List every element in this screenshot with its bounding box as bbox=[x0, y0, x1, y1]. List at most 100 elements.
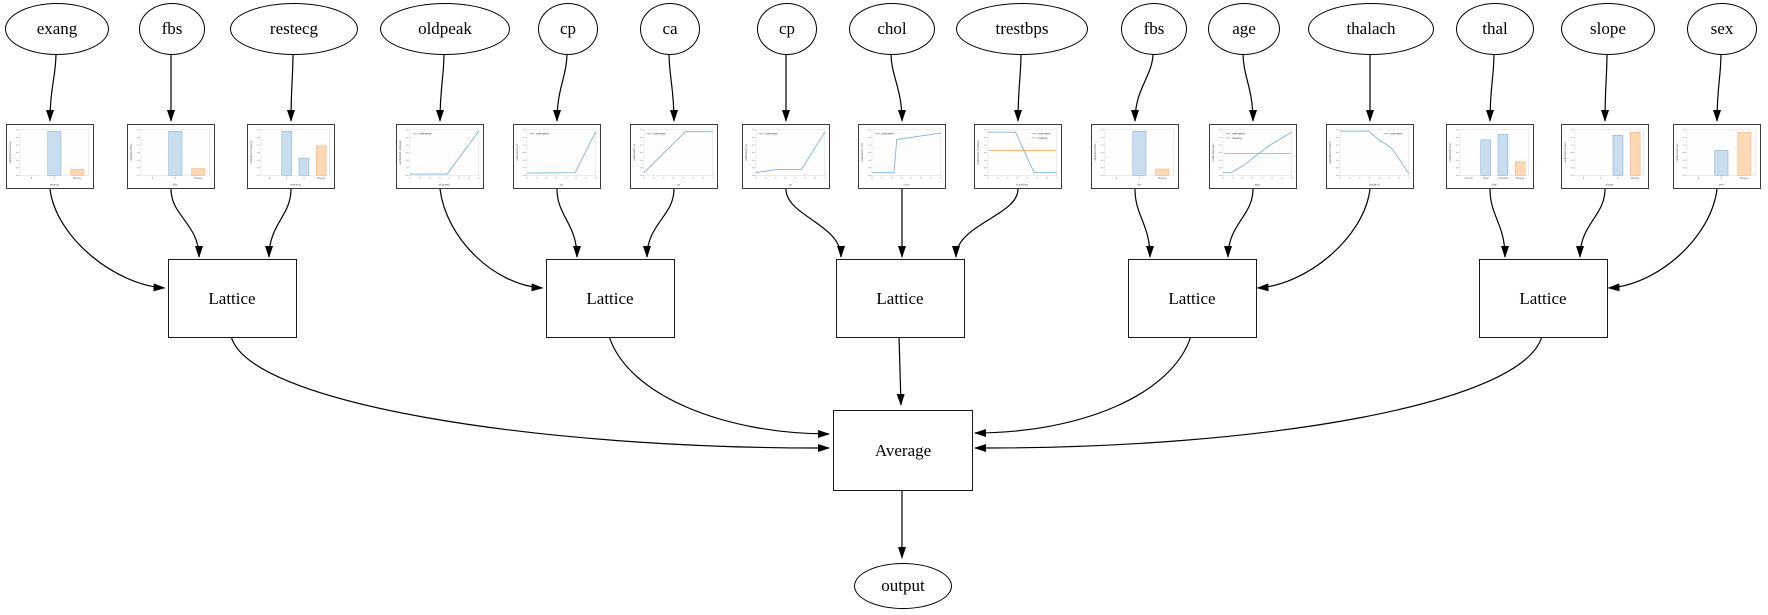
edge-arrow bbox=[643, 188, 675, 258]
feature-label: sex bbox=[1710, 19, 1734, 38]
edge-arrow bbox=[1242, 52, 1257, 122]
svg-text:calibrated: calibrated bbox=[1038, 132, 1051, 136]
output-label: output bbox=[881, 576, 925, 595]
feature-node-7-chol: chol bbox=[849, 3, 935, 55]
svg-text:0: 0 bbox=[152, 177, 154, 180]
edge-arrow bbox=[668, 52, 678, 122]
svg-text:restecg: restecg bbox=[290, 183, 301, 187]
svg-text:Missing: Missing bbox=[1158, 177, 1167, 180]
svg-text:chol: chol bbox=[903, 183, 909, 187]
lattice-box-3: Lattice bbox=[835, 259, 965, 338]
svg-text:sex: sex bbox=[1719, 183, 1724, 187]
svg-text:calibrated chol: calibrated chol bbox=[860, 143, 864, 163]
svg-text:Missing: Missing bbox=[1740, 177, 1749, 180]
feature-label: trestbps bbox=[995, 19, 1049, 38]
edge-arrow bbox=[1489, 188, 1509, 258]
svg-text:0: 0 bbox=[1116, 177, 1118, 180]
svg-text:1: 1 bbox=[286, 177, 288, 180]
svg-text:Missing: Missing bbox=[317, 177, 326, 180]
svg-text:0: 0 bbox=[1583, 177, 1585, 180]
edge-arrow bbox=[1601, 52, 1610, 122]
svg-text:Missing: Missing bbox=[1516, 177, 1525, 180]
svg-text:2: 2 bbox=[303, 177, 305, 180]
feature-label: thal bbox=[1482, 19, 1508, 38]
svg-text:calibrated age: calibrated age bbox=[1211, 143, 1215, 162]
edge-arrow bbox=[608, 335, 830, 438]
svg-text:slope: slope bbox=[1606, 183, 1614, 187]
feature-node-1-fbs: fbs bbox=[139, 3, 205, 55]
svg-text:calibrated restecg: calibrated restecg bbox=[249, 140, 253, 164]
edge-arrow bbox=[1134, 188, 1154, 258]
svg-text:Missing: Missing bbox=[73, 177, 82, 180]
edge-arrow bbox=[785, 188, 845, 258]
lattice-label: Lattice bbox=[876, 288, 924, 308]
edge-arrow bbox=[49, 188, 166, 292]
edge-arrow bbox=[436, 52, 445, 122]
svg-text:ca: ca bbox=[677, 183, 681, 187]
svg-text:thal: thal bbox=[1492, 183, 1498, 187]
feature-node-11-thalach: thalach bbox=[1308, 3, 1434, 55]
lattice-box-5: Lattice bbox=[1478, 259, 1608, 338]
feature-node-9-fbs: fbs bbox=[1121, 3, 1187, 55]
edge-arrow bbox=[556, 188, 581, 258]
svg-text:calibrated fbs: calibrated fbs bbox=[1093, 143, 1097, 162]
svg-text:calibrated cp: calibrated cp bbox=[744, 144, 748, 161]
svg-text:oldpeak: oldpeak bbox=[439, 183, 451, 187]
edge-arrow bbox=[1486, 52, 1495, 122]
svg-text:1: 1 bbox=[1600, 177, 1602, 180]
lattice-label: Lattice bbox=[208, 288, 256, 308]
feature-label: cp bbox=[559, 19, 577, 38]
svg-text:0: 0 bbox=[269, 177, 271, 180]
svg-text:calibrated thal: calibrated thal bbox=[1448, 143, 1452, 162]
svg-text:calibrated: calibrated bbox=[1390, 132, 1403, 136]
edge-arrow bbox=[287, 52, 296, 122]
average-box: Average bbox=[833, 410, 973, 491]
svg-text:0: 0 bbox=[31, 177, 33, 180]
edge-arrow bbox=[1014, 52, 1023, 122]
lattice-label: Lattice bbox=[1168, 288, 1216, 308]
edge-arrow bbox=[1607, 188, 1718, 292]
lattice-label: Lattice bbox=[586, 288, 634, 308]
svg-text:fbs: fbs bbox=[1137, 183, 1142, 187]
edge-arrow bbox=[230, 335, 830, 453]
calibration-plot: calibrated trestbpstrestbpscalibratedmis… bbox=[976, 129, 1058, 187]
feature-node-0-exang: exang bbox=[5, 3, 109, 55]
feature-node-5-ca: ca bbox=[640, 3, 700, 55]
feature-label: cp bbox=[778, 19, 796, 38]
feature-label: age bbox=[1232, 19, 1256, 38]
feature-node-10-age: age bbox=[1208, 3, 1280, 55]
svg-text:Missing: Missing bbox=[194, 177, 203, 180]
feature-node-4-cp: cp bbox=[538, 3, 598, 55]
feature-label: chol bbox=[877, 19, 907, 38]
svg-text:fbs: fbs bbox=[173, 183, 178, 187]
svg-text:calibrated trestbps: calibrated trestbps bbox=[976, 140, 980, 165]
edge-arrow bbox=[553, 52, 568, 122]
svg-text:calibrated sex: calibrated sex bbox=[1675, 143, 1679, 162]
feature-node-2-restecg: restecg bbox=[230, 3, 358, 55]
edge-arrow bbox=[1256, 188, 1371, 292]
edge-arrow bbox=[1576, 188, 1606, 258]
svg-text:calibrated slope: calibrated slope bbox=[1563, 142, 1567, 163]
svg-text:1: 1 bbox=[54, 177, 56, 180]
svg-text:reversible: reversible bbox=[1497, 177, 1509, 180]
svg-text:age: age bbox=[1255, 183, 1261, 187]
edge-arrow bbox=[1713, 52, 1722, 122]
svg-text:normal: normal bbox=[1465, 177, 1473, 180]
svg-text:calibrated: calibrated bbox=[1232, 132, 1245, 136]
svg-text:calibrated exang: calibrated exang bbox=[8, 141, 12, 163]
edge-arrow bbox=[46, 52, 57, 122]
edge-arrow bbox=[439, 188, 544, 292]
svg-text:calibrated oldpeak: calibrated oldpeak bbox=[398, 140, 402, 165]
feature-node-12-thal: thal bbox=[1456, 3, 1534, 55]
